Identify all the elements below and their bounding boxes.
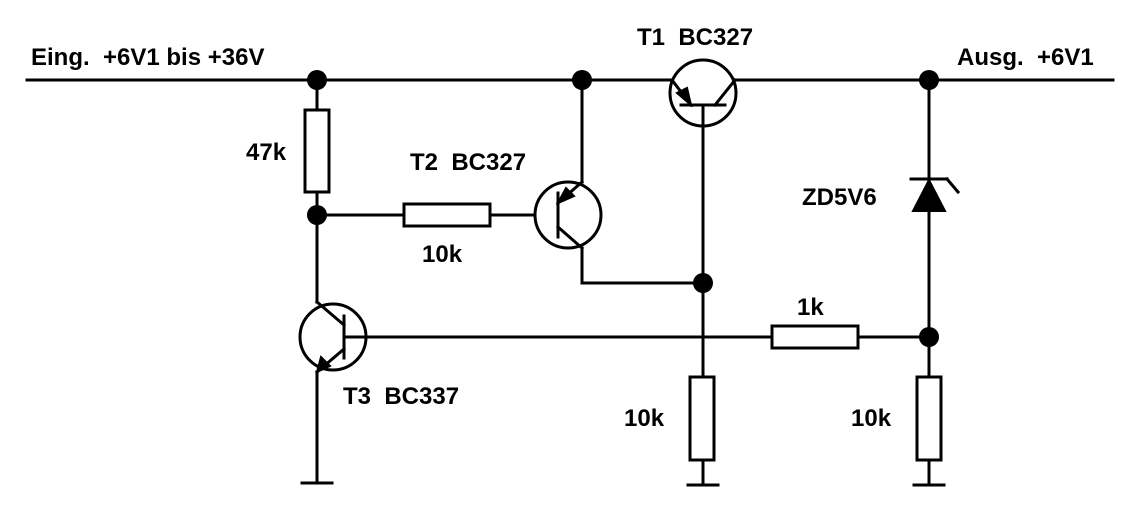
resistor-1k xyxy=(770,324,860,350)
t2-label: T2 BC327 xyxy=(410,149,526,176)
r-10k-right-label: 10k xyxy=(851,405,892,432)
junction-dot xyxy=(307,205,327,225)
zener-diode xyxy=(909,176,961,212)
resistor-10k-left xyxy=(688,375,716,462)
junction-dot xyxy=(919,70,939,90)
zener-label: ZD5V6 xyxy=(802,184,877,211)
resistor-10k-right xyxy=(915,375,943,462)
r-base-t2-label: 10k xyxy=(422,241,463,268)
resistor-10k-base-t2 xyxy=(402,202,492,228)
t1-label: T1 BC327 xyxy=(637,24,753,51)
t3-label: T3 BC337 xyxy=(343,383,459,410)
junction-dot xyxy=(307,70,327,90)
input-label: Eing. +6V1 bis +36V xyxy=(31,44,264,71)
junction-dot xyxy=(919,327,939,347)
junction-dot xyxy=(572,70,592,90)
r-1k-label: 1k xyxy=(797,294,824,321)
resistor-47k xyxy=(303,108,331,194)
junction-dot xyxy=(693,273,713,293)
transistor-t2 xyxy=(533,179,603,251)
output-label: Ausg. +6V1 xyxy=(957,44,1094,71)
r-47k-label: 47k xyxy=(246,139,287,166)
r-10k-left-label: 10k xyxy=(624,405,665,432)
